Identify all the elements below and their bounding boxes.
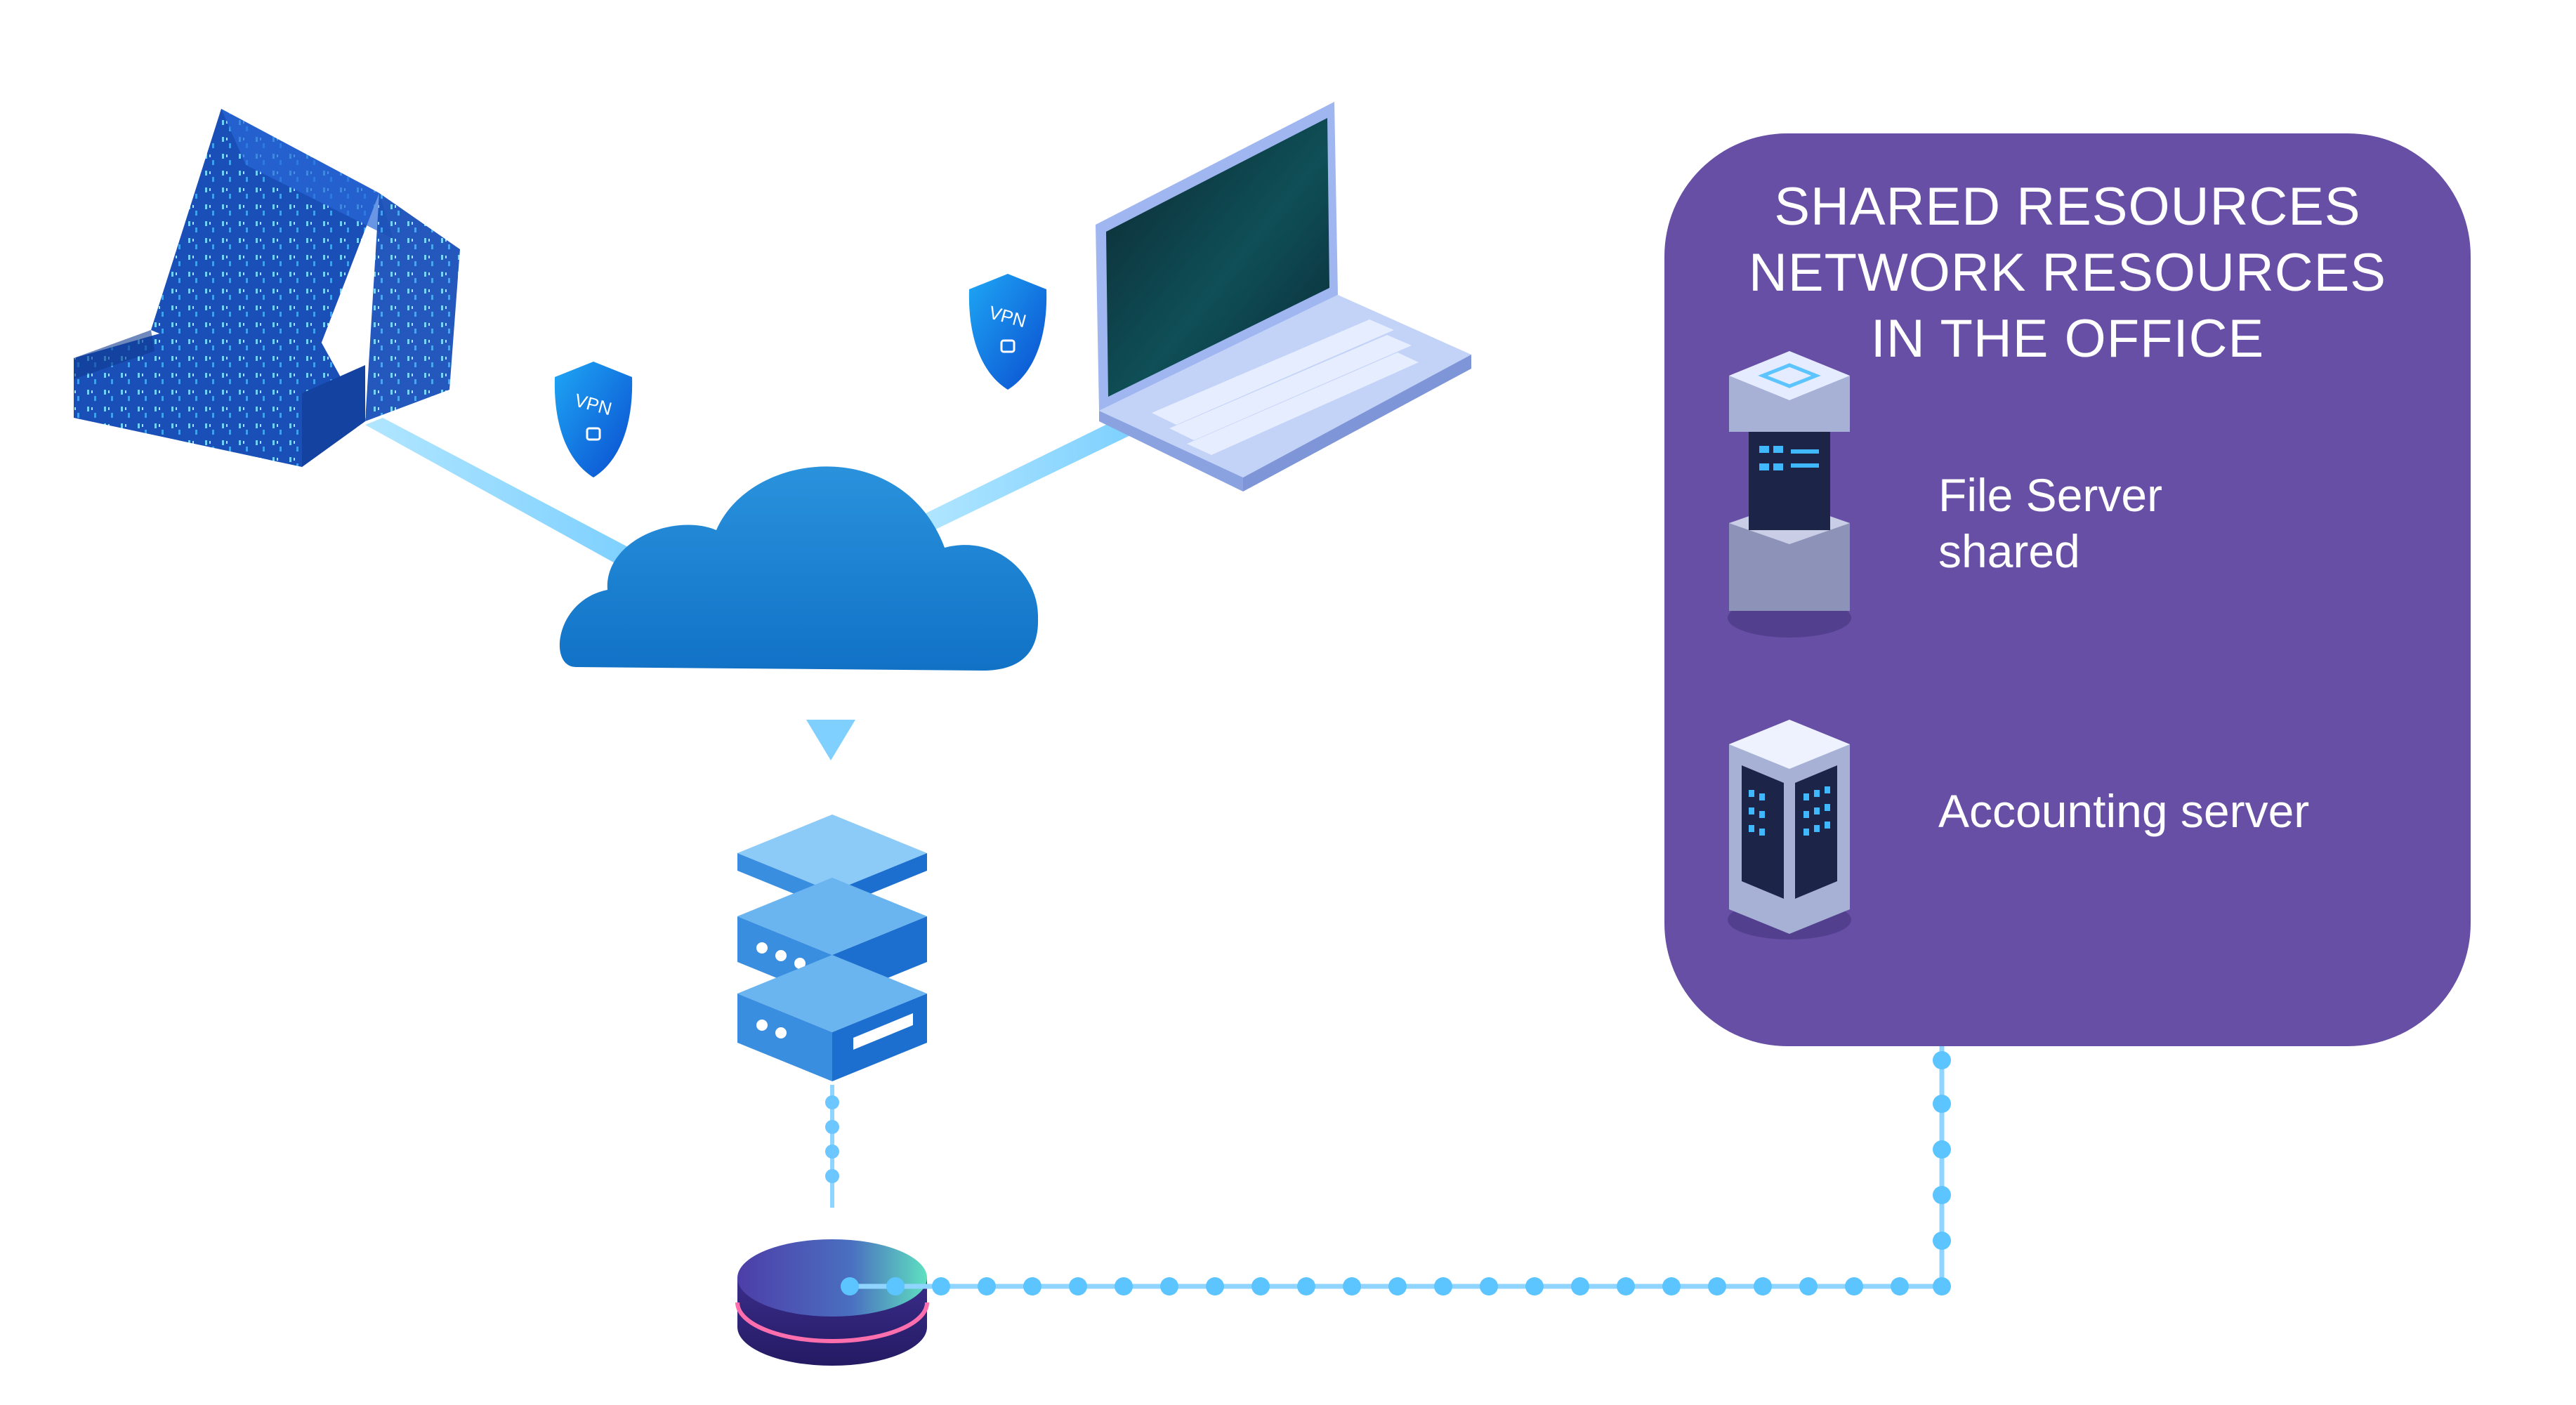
router-to-panel-link: [841, 1046, 1951, 1295]
laptop-icon: [1096, 102, 1471, 492]
server-icon: [737, 814, 927, 1081]
panel-title-line: NETWORK RESOURCES: [1749, 243, 2386, 303]
file-server-label-line: shared: [1938, 525, 2080, 577]
accounting-server-label-line: Accounting server: [1938, 785, 2310, 837]
home-to-cloud-link: [365, 418, 643, 569]
accounting-server-icon: [1728, 720, 1851, 939]
panel-title-line: IN THE OFFICE: [1870, 309, 2265, 369]
file-server-label-line: File Server: [1938, 469, 2163, 521]
cloud-icon: [559, 466, 1039, 671]
vpn-shield-icon: VPN: [968, 274, 1047, 390]
panel-icons: [1728, 351, 1851, 939]
server-to-router-link: [825, 1085, 839, 1208]
panel-title-line: SHARED RESOURCES: [1774, 177, 2361, 237]
laptop-to-cloud-link: [920, 414, 1145, 530]
panel-title: SHARED RESOURCES NETWORK RESOURCES IN TH…: [1664, 174, 2471, 372]
router-icon: [735, 1239, 929, 1366]
file-server-label: File Server shared: [1938, 467, 2162, 579]
down-arrow-icon: [806, 720, 855, 760]
shared-resources-panel: SHARED RESOURCES NETWORK RESOURCES IN TH…: [1664, 133, 2471, 1046]
file-server-icon: [1728, 351, 1851, 638]
accounting-server-label: Accounting server: [1938, 783, 2309, 839]
vpn-shield-icon: VPN: [554, 362, 633, 477]
house-icon: [74, 109, 460, 467]
